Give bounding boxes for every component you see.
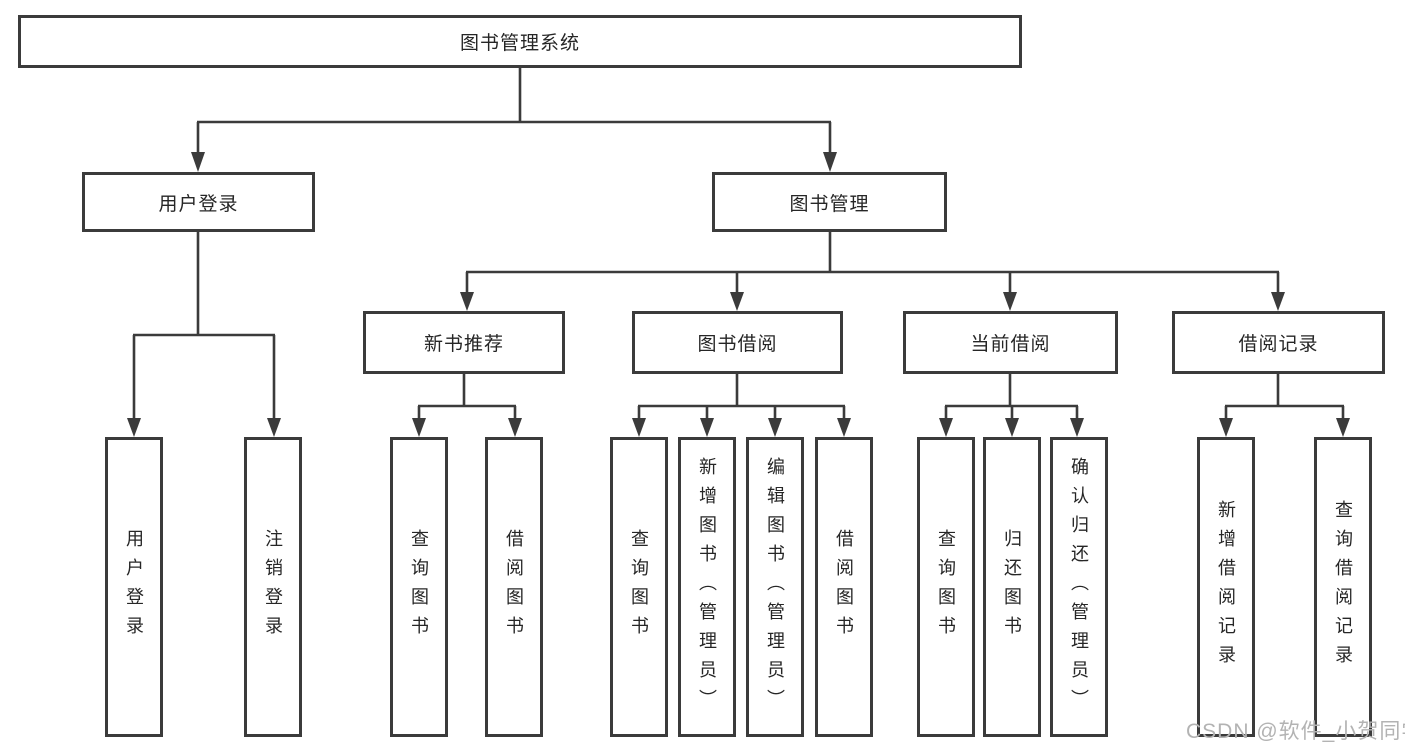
leaf-return-book-label: 归还图书 <box>1002 529 1022 645</box>
leaf-add-book-admin: 新增图书（管理员） <box>678 437 736 737</box>
node-new-book-recommend: 新书推荐 <box>363 311 565 374</box>
node-new-book-recommend-label: 新书推荐 <box>423 334 504 355</box>
node-root: 图书管理系统 <box>18 15 1022 68</box>
node-root-label: 图书管理系统 <box>459 33 580 54</box>
watermark: CSDN @软件_小贺同学 <box>1186 720 1405 743</box>
leaf-user-login: 用户登录 <box>105 437 163 737</box>
leaf-edit-book-admin: 编辑图书（管理员） <box>746 437 804 737</box>
leaf-query-borrow-record: 查询借阅记录 <box>1314 437 1372 737</box>
leaf-query-books-recommend-label: 查询图书 <box>409 529 429 645</box>
node-book-management-label: 图书管理 <box>789 193 870 215</box>
node-borrow-records: 借阅记录 <box>1172 311 1385 374</box>
leaf-logout: 注销登录 <box>244 437 302 737</box>
node-book-management: 图书管理 <box>712 172 947 232</box>
leaf-borrow-books: 借阅图书 <box>815 437 873 737</box>
leaf-return-book: 归还图书 <box>983 437 1041 737</box>
leaf-confirm-return-admin: 确认归还（管理员） <box>1050 437 1108 737</box>
leaf-query-books-borrow: 查询图书 <box>610 437 668 737</box>
leaf-logout-label: 注销登录 <box>263 529 283 645</box>
leaf-add-book-admin-label: 新增图书（管理员） <box>697 456 717 718</box>
node-current-borrow-label: 当前借阅 <box>970 334 1051 355</box>
leaf-query-books-current: 查询图书 <box>917 437 975 737</box>
node-borrow-records-label: 借阅记录 <box>1238 334 1319 355</box>
leaf-query-books-current-label: 查询图书 <box>936 529 956 645</box>
node-current-borrow: 当前借阅 <box>903 311 1118 374</box>
leaf-query-borrow-record-label: 查询借阅记录 <box>1333 500 1353 674</box>
leaf-confirm-return-admin-label: 确认归还（管理员） <box>1069 456 1089 718</box>
leaf-borrow-books-label: 借阅图书 <box>834 529 854 645</box>
leaf-borrow-books-recommend: 借阅图书 <box>485 437 543 737</box>
node-book-borrow: 图书借阅 <box>632 311 843 374</box>
node-user-login: 用户登录 <box>82 172 315 232</box>
leaf-edit-book-admin-label: 编辑图书（管理员） <box>765 456 785 718</box>
leaf-add-borrow-record: 新增借阅记录 <box>1197 437 1255 737</box>
leaf-query-books-recommend: 查询图书 <box>390 437 448 737</box>
leaf-borrow-books-recommend-label: 借阅图书 <box>504 529 524 645</box>
leaf-add-borrow-record-label: 新增借阅记录 <box>1216 500 1236 674</box>
node-book-borrow-label: 图书借阅 <box>697 334 778 355</box>
leaf-query-books-borrow-label: 查询图书 <box>629 529 649 645</box>
leaf-user-login-label: 用户登录 <box>124 529 144 645</box>
node-user-login-label: 用户登录 <box>158 193 239 215</box>
